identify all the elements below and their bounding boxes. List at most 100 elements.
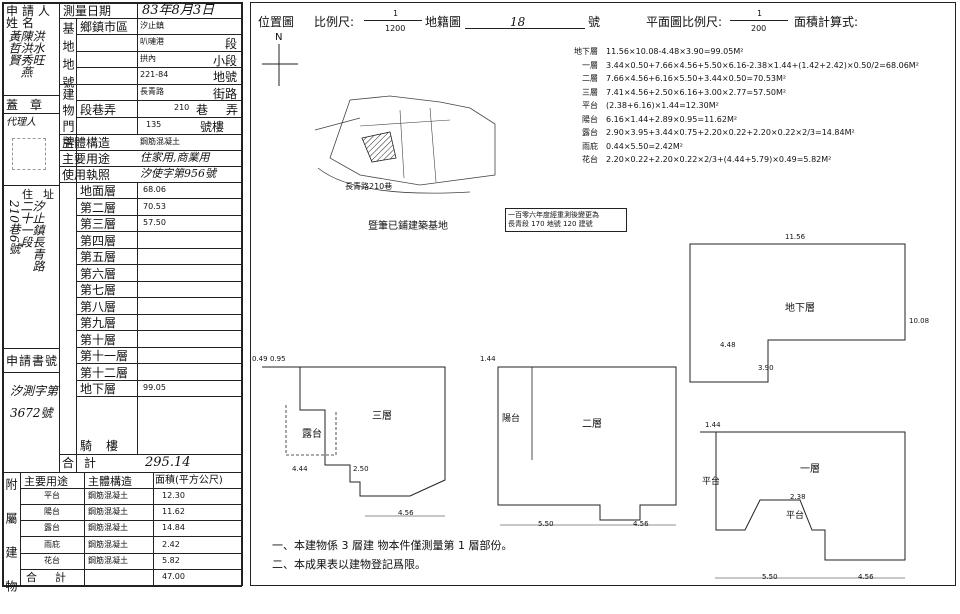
structure-label: 主體構造 [62, 136, 111, 150]
plan-scale-label: 平面圖比例尺: [646, 15, 723, 29]
first-d9: 4.56 [858, 573, 874, 581]
address-value: 汐止鎮長青路 二十一段 210巷6號 [7, 200, 45, 272]
calc-formula: 7.41×4.56+2.50×6.16+3.00×2.77=57.50M² [606, 87, 787, 97]
floor-name: 第三層 [80, 217, 117, 231]
use-label: 主要用途 [62, 152, 111, 166]
floor-row: 第二層 70.53 [77, 199, 242, 216]
floor-row: 第三層 57.50 [77, 215, 242, 232]
attach-area: 11.62 [162, 507, 185, 517]
calc-label: 花台 [582, 155, 598, 164]
cadastral-no: 18 [510, 15, 526, 29]
calc-formula: 2.90×3.95+3.44×0.75+2.20×0.22+2.20×0.22×… [606, 128, 855, 137]
attach-structure: 鋼筋混凝土 [88, 523, 128, 533]
floor-area: 70.53 [143, 201, 166, 211]
lot-label: 地號 [213, 70, 238, 84]
attach-area: 5.82 [162, 555, 180, 565]
floor-row: 第八層 [77, 298, 242, 315]
attach-use: 雨庇 [44, 539, 60, 549]
second-title: 二層 [582, 419, 602, 430]
attach-structure: 鋼筋混凝土 [88, 539, 128, 549]
third-d14: 4.56 [398, 509, 414, 517]
calc-formula: 6.16×1.44+2.89×0.95=11.62M² [606, 114, 738, 124]
third-title: 三層 [372, 411, 392, 422]
calc-formula: 0.44×5.50=2.42M² [606, 141, 683, 151]
attach-use: 花台 [44, 555, 60, 565]
floor-name: 第五層 [80, 250, 117, 264]
floor-name: 第四層 [80, 233, 117, 248]
floor-name: 第十二層 [80, 365, 129, 380]
floor-row: 第十一層 [77, 347, 242, 364]
total-value: 295.14 [145, 455, 191, 470]
survey-date-value: 83年8月3日 [142, 3, 215, 18]
third-d1: 0.49 [252, 355, 268, 363]
second-d7: 4.56 [633, 520, 649, 528]
floor-row: 第九層 [77, 314, 242, 331]
attach-area: 2.42 [162, 539, 180, 549]
calc-label: 三層 [582, 87, 598, 97]
floor-area: 99.05 [143, 383, 166, 392]
alley-unit: 弄 [226, 103, 239, 117]
attach-use: 平台 [44, 491, 60, 500]
second-d3: 5.50 [538, 520, 554, 528]
note-box: 一百零六年度經重測後變更為 長青段 170 地號 120 建號 [505, 208, 627, 232]
section-value: 叭嗹港 [140, 37, 164, 46]
footnote-2: 二、本成果表以建物登記爲限。 [272, 558, 426, 571]
floor-area: 57.50 [143, 218, 166, 227]
basement-cut-w: 4.48 [720, 341, 736, 349]
lane-value: 210 [174, 103, 190, 112]
use-value: 住家用,商業用 [140, 151, 210, 164]
applicant-label: 申請人姓名 [6, 4, 55, 30]
attach-total-label: 合計 [26, 571, 84, 584]
location-label: 位置圖 [258, 15, 295, 29]
floor-name: 地下層 [80, 382, 117, 396]
floor-name: 第十層 [80, 332, 117, 347]
north-label: N [275, 32, 283, 43]
calc-row: 三層 7.41×4.56+2.50×6.16+3.00×2.77=57.50M² [570, 87, 950, 100]
road-label: 長青路210巷 [345, 182, 393, 191]
permit-label: 使用執照 [62, 168, 111, 182]
attach-row: 雨庇 鋼筋混凝土 2.42 [20, 537, 242, 554]
third-d9: 4.44 [292, 465, 308, 473]
lane-unit: 巷 [196, 103, 209, 117]
floor-name: 地面層 [80, 184, 117, 198]
first-d3: 2.38 [790, 493, 806, 501]
street-value: 長青路 [140, 87, 164, 96]
stamp-sub: 代理人 [6, 117, 36, 128]
floor-name: 第七層 [80, 283, 117, 297]
calc-formula: 3.44×0.50+7.66×4.56+5.50×6.16-2.38×1.44+… [606, 60, 919, 70]
area-calc-label: 面積計算式: [794, 15, 859, 29]
attach-structure: 鋼筋混凝土 [88, 555, 128, 565]
basement-title: 地下層 [785, 303, 815, 314]
plan-scale-bottom: 200 [751, 24, 767, 33]
floor-row: 地下層 99.05 [77, 380, 242, 397]
structure-value: 鋼筋混凝土 [140, 137, 180, 146]
floor-name: 第二層 [80, 200, 117, 215]
door-label: 號樓 [200, 120, 225, 134]
calc-label: 雨庇 [582, 141, 598, 151]
calc-label: 平台 [582, 101, 598, 110]
app-no-value: 汐測字第 3672號 [10, 384, 59, 420]
attach-use: 露台 [44, 523, 60, 533]
floor-row: 第四層 [77, 232, 242, 249]
third-d2: 0.95 [270, 355, 286, 363]
floor-name: 第十一層 [80, 349, 129, 363]
note-text: 一百零六年度經重測後變更為 長青段 170 地號 120 建號 [508, 211, 599, 228]
floor-name: 第九層 [80, 316, 117, 330]
seal-stamp [12, 138, 46, 170]
parcel-note: 暨筆已鋪建築基地 [368, 221, 448, 232]
district-value: 汐止鎮 [140, 21, 164, 30]
survey-date-label: 測量日期 [63, 4, 112, 18]
attach-total-value: 47.00 [162, 572, 185, 581]
attach-area: 12.30 [162, 491, 185, 500]
first-title: 一層 [800, 464, 820, 475]
scale-top: 1 [393, 9, 399, 18]
basement-h: 10.08 [909, 317, 930, 325]
